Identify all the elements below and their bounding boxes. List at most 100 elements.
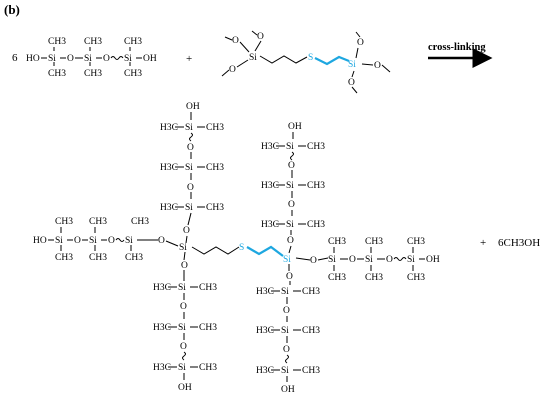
atom-si: Si bbox=[89, 236, 97, 246]
atom-o: O bbox=[287, 236, 294, 246]
atom-oh: OH bbox=[281, 385, 295, 395]
atom-h3c: H3C bbox=[256, 287, 274, 297]
panel-label: (b) bbox=[4, 2, 20, 17]
atom-h3c: H3C bbox=[153, 323, 171, 333]
atom-ch3: CH3 bbox=[84, 37, 102, 47]
atom-o: O bbox=[74, 236, 81, 246]
atom-h3c: H3C bbox=[160, 163, 178, 173]
atom-h3c: H3C bbox=[160, 203, 178, 213]
atom-si: Si bbox=[178, 283, 186, 293]
atom-ch3: CH3 bbox=[55, 217, 73, 227]
atom-h3c: H3C bbox=[256, 366, 274, 376]
bond bbox=[381, 64, 391, 73]
atom-si: Si bbox=[179, 243, 187, 253]
atom-o: O bbox=[310, 256, 317, 266]
atom-ch3: CH3 bbox=[302, 366, 320, 376]
atom-oh: OH bbox=[426, 255, 440, 265]
atom-o: O bbox=[348, 78, 355, 88]
reactant-crosslinker: O O O Si S Si O O O bbox=[221, 30, 391, 94]
atom-ch3: CH3 bbox=[199, 323, 217, 333]
bond bbox=[239, 41, 250, 53]
plus-sign: + bbox=[186, 53, 192, 65]
bond bbox=[246, 245, 284, 257]
atom-h3c: H3C bbox=[256, 326, 274, 336]
bond bbox=[185, 235, 188, 244]
atom-ch3: CH3 bbox=[407, 237, 425, 247]
atom-h3c: H3C bbox=[153, 283, 171, 293]
atom-h3c: H3C bbox=[261, 220, 279, 230]
atom-o: O bbox=[187, 143, 194, 153]
bond bbox=[288, 245, 292, 254]
atom-o: O bbox=[288, 200, 295, 210]
atom-si: Si bbox=[348, 60, 356, 70]
bond bbox=[361, 63, 374, 66]
atom-o: O bbox=[181, 261, 188, 271]
atom-o: O bbox=[374, 61, 381, 71]
atom-ch3: CH3 bbox=[124, 37, 142, 47]
bond bbox=[254, 40, 262, 52]
atom-si: Si bbox=[407, 255, 415, 265]
atom-si: Si bbox=[283, 255, 291, 265]
atom-o: O bbox=[232, 36, 239, 46]
atom-o: O bbox=[187, 183, 194, 193]
atom-si: Si bbox=[365, 255, 373, 265]
coefficient: 6 bbox=[12, 52, 18, 64]
atom-si: Si bbox=[185, 123, 193, 133]
bond bbox=[251, 30, 258, 36]
atom-ch3: CH3 bbox=[48, 37, 66, 47]
bond bbox=[224, 36, 233, 41]
atom-ch3: CH3 bbox=[307, 142, 325, 152]
bond bbox=[290, 151, 294, 161]
bond bbox=[355, 31, 361, 38]
atom-o: O bbox=[257, 32, 264, 42]
atom-s: S bbox=[239, 243, 244, 253]
atom-si: Si bbox=[185, 203, 193, 213]
atom-o: O bbox=[386, 255, 393, 265]
bond bbox=[110, 56, 124, 60]
atom-oh: OH bbox=[186, 102, 200, 112]
atom-ch3: CH3 bbox=[84, 69, 102, 79]
atom-o: O bbox=[288, 161, 295, 171]
atom-si: Si bbox=[178, 323, 186, 333]
atom-ch3: CH3 bbox=[328, 237, 346, 247]
atom-ch3: CH3 bbox=[206, 163, 224, 173]
bond bbox=[236, 59, 249, 68]
bond bbox=[351, 86, 358, 94]
bond bbox=[259, 55, 308, 64]
atom-ch3: CH3 bbox=[206, 123, 224, 133]
atom-o: O bbox=[183, 226, 190, 236]
atom-ch3: CH3 bbox=[199, 283, 217, 293]
atom-si: Si bbox=[48, 54, 56, 64]
atom-si: Si bbox=[178, 363, 186, 373]
bond bbox=[393, 257, 407, 261]
atom-o: O bbox=[180, 302, 187, 312]
product-network: HO Si O Si O Si O CH3 CH3 CH3 CH3 CH3 CH… bbox=[33, 102, 440, 395]
atom-ch3: CH3 bbox=[125, 253, 143, 263]
bond bbox=[165, 240, 179, 247]
atom-ch3: CH3 bbox=[302, 287, 320, 297]
atom-o: O bbox=[103, 54, 110, 64]
atom-ch3: CH3 bbox=[206, 203, 224, 213]
atom-si: Si bbox=[281, 287, 289, 297]
atom-ch3: CH3 bbox=[365, 273, 383, 283]
atom-o: O bbox=[108, 236, 115, 246]
byproduct-methanol: 6CH3OH bbox=[498, 237, 540, 249]
bond bbox=[221, 69, 230, 77]
plus-sign-product: + bbox=[480, 237, 486, 249]
atom-o: O bbox=[283, 345, 290, 355]
atom-o: O bbox=[286, 272, 293, 282]
atom-s: S bbox=[308, 53, 313, 63]
reactant-pdms: 6 HO Si O Si O Si OH CH3 CH3 CH3 CH3 CH3… bbox=[12, 37, 157, 79]
atom-si: Si bbox=[286, 220, 294, 230]
arrow-label: cross-linking bbox=[428, 42, 486, 53]
atom-ch3: CH3 bbox=[131, 217, 149, 227]
atom-o: O bbox=[357, 38, 364, 48]
atom-si: Si bbox=[286, 181, 294, 191]
atom-ch3: CH3 bbox=[55, 253, 73, 263]
atom-ch3: CH3 bbox=[48, 69, 66, 79]
bond bbox=[295, 257, 311, 261]
bond bbox=[115, 238, 125, 242]
atom-si: Si bbox=[286, 142, 294, 152]
atom-ho: HO bbox=[33, 236, 47, 246]
bond bbox=[351, 70, 355, 78]
